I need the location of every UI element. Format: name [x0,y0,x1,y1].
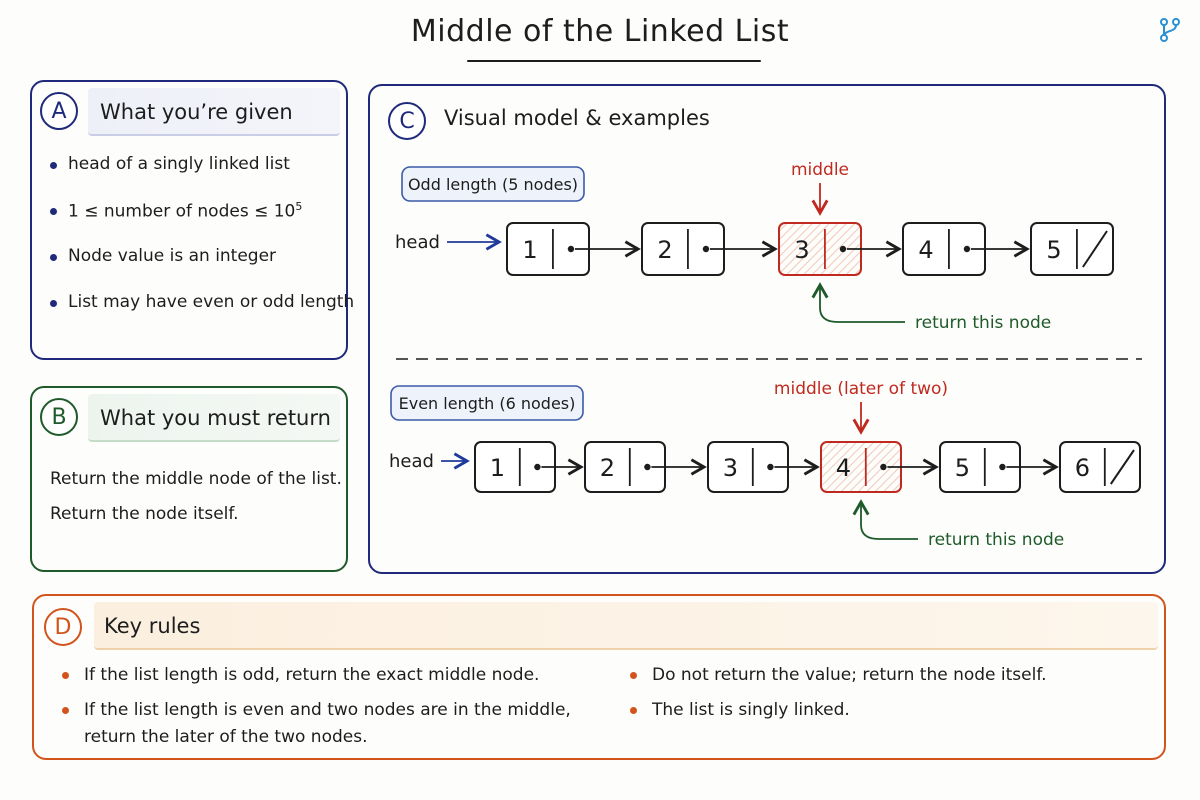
rules-list-right: Do not return the value; return the node… [624,662,1144,732]
middle-label: middle [791,160,849,180]
node-box [1059,441,1141,493]
list-item: 1 ≤ number of nodes ≤ 105 [48,200,354,246]
node-value: 6 [1075,454,1090,482]
next-pointer-dot [644,463,651,471]
middle-node-fill [779,223,861,275]
list-item: Node value is an integer [48,246,354,292]
panel-heading-visual: Visual model & examples [444,106,710,130]
exponent: 5 [295,200,303,213]
panel-header-band [94,602,1158,650]
odd-length-label: Odd length (5 nodes) [408,175,578,194]
return-arrow [852,499,918,540]
panel-key-rules: D Key rules If the list length is odd, r… [32,594,1166,760]
head-label: head [395,232,440,253]
panel-header-band [88,88,340,136]
node-value: 5 [1046,236,1061,264]
panel-heading-rules: Key rules [104,614,201,638]
odd-length-label-box [401,166,585,202]
panel-badge-c: C [388,102,426,140]
even-length-label-box [390,385,584,421]
return-label: return this node [915,313,1051,333]
panel-badge-a: A [40,92,78,130]
node-value: 4 [918,236,933,264]
even-linked-list: head 1 2 3 4 middle (later of two) return this… [389,379,1141,550]
node-value: 2 [657,236,672,264]
next-pointer-dot [999,463,1006,471]
panel-heading-given: What you’re given [100,100,293,124]
list-item-text: head of a singly linked list [68,154,290,174]
return-line: Return the middle node of the list. [50,469,342,489]
panel-badge-b: B [40,398,78,436]
page-title: Middle of the Linked List [410,14,790,49]
null-pointer [1082,230,1108,268]
even-length-label: Even length (6 nodes) [399,394,576,413]
list-item-text: 1 ≤ number of nodes ≤ 10 [68,201,296,222]
panel-heading-return: What you must return [100,406,331,430]
node-value: 3 [794,236,809,264]
node-value: 3 [723,454,738,482]
node-box [1030,222,1114,276]
panel-header-band [88,394,340,442]
middle-node-fill [821,442,901,492]
node-value: 5 [955,454,970,482]
list-item: Do not return the value; return the node… [624,662,1144,689]
node-value: 4 [836,454,851,482]
title-underline [467,60,761,62]
node-value: 1 [522,236,537,264]
list-item: If the list length is even and two nodes… [56,697,596,751]
panel-given: A What you’re given head of a singly lin… [30,80,354,360]
node-value: 2 [600,454,615,482]
next-pointer-dot [567,245,575,253]
next-pointer-dot [880,463,887,471]
next-pointer-dot [963,245,971,253]
next-pointer-dot [839,245,847,253]
list-item: List may have even or odd length [48,292,354,338]
next-pointer-dot [534,463,541,471]
panel-return: B What you must return Return the middle… [30,386,348,572]
return-arrow [811,282,905,323]
list-item: The list is singly linked. [624,697,1144,724]
list-item: If the list length is odd, return the ex… [56,662,596,689]
null-pointer [1109,449,1135,485]
git-branch-icon [1160,18,1180,42]
return-description: Return the middle node of the list. Retu… [50,462,342,532]
return-line: Return the node itself. [50,504,239,524]
panel-badge-d: D [44,608,82,646]
middle-label: middle (later of two) [774,379,948,399]
rules-list-left: If the list length is odd, return the ex… [56,662,596,759]
head-label: head [389,451,434,472]
given-list: head of a singly linked list 1 ≤ number … [48,154,354,338]
return-label: return this node [928,530,1064,550]
list-item-text: Node value is an integer [68,246,277,266]
next-pointer-dot [702,245,710,253]
node-value: 1 [490,454,505,482]
next-pointer-dot [767,463,774,471]
list-item-text: List may have even or odd length [68,292,355,312]
panel-visual-model: C Visual model & examples [368,84,1166,574]
odd-linked-list: head 1 2 3 middle return this node 4 5 [395,160,1114,333]
list-item: head of a singly linked list [48,154,354,200]
